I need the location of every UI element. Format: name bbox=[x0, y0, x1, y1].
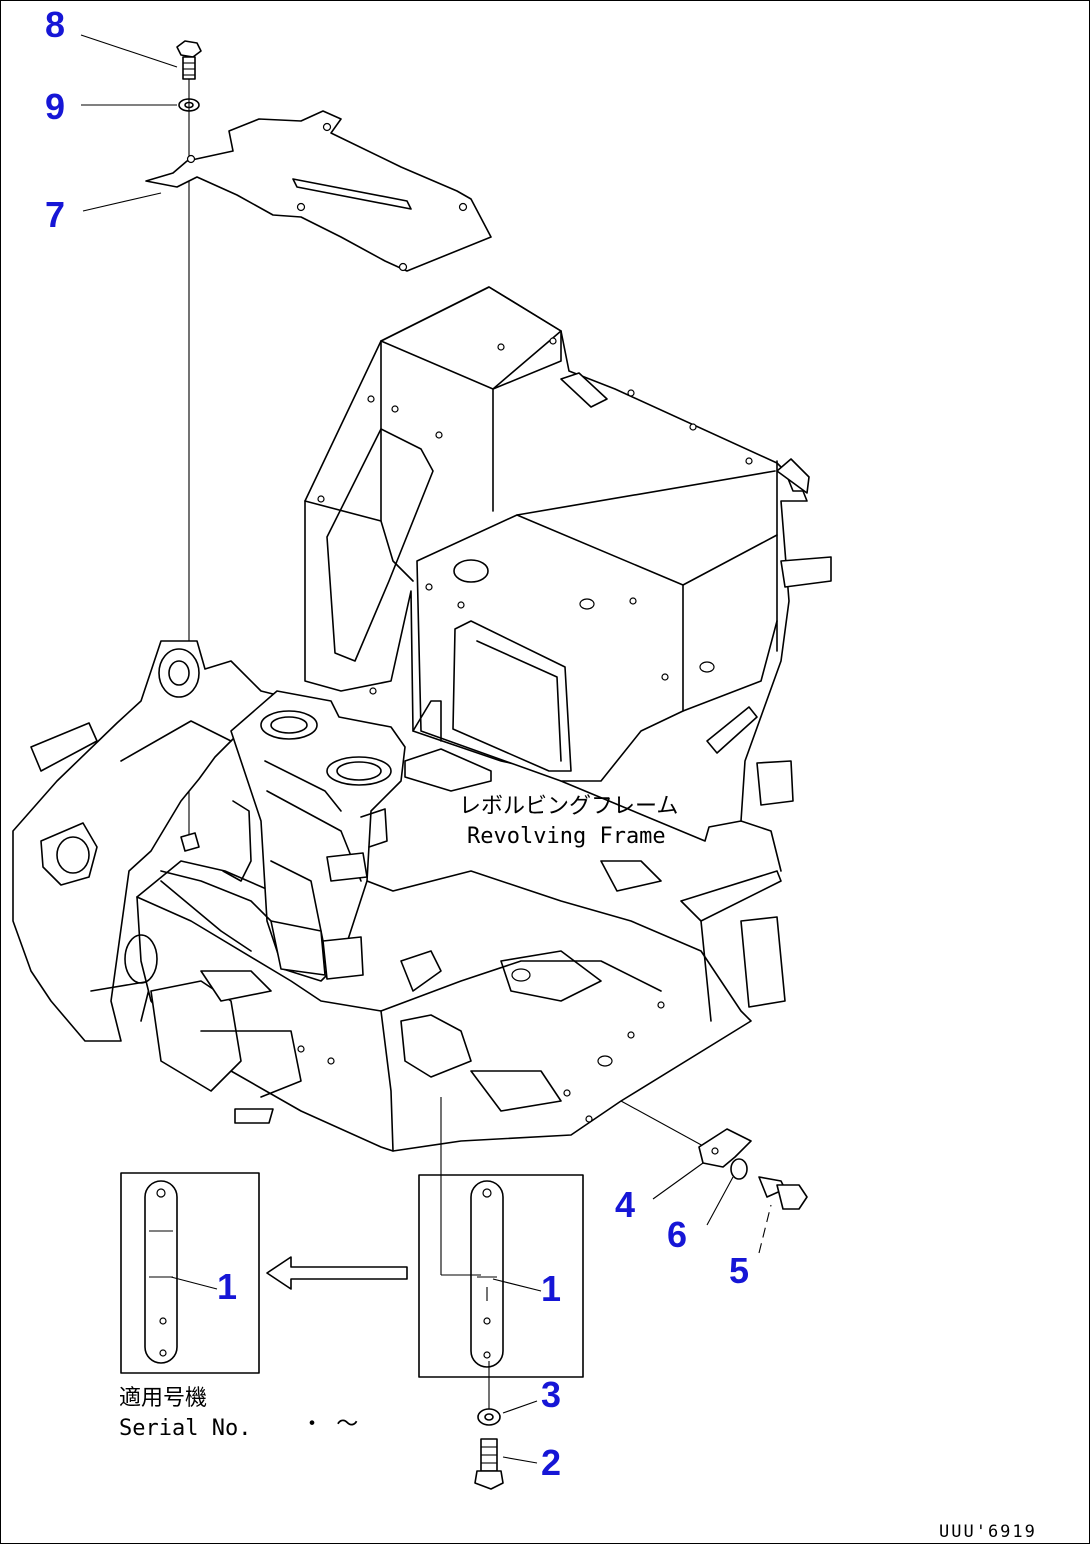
drawing-code: UUU'6919 bbox=[939, 1522, 1037, 1542]
callout-4: 4 bbox=[615, 1184, 635, 1225]
revolving-frame-label-en: Revolving Frame bbox=[467, 824, 666, 849]
serial-label-en: Serial No. bbox=[119, 1416, 251, 1441]
bracket-part-4 bbox=[698, 1128, 752, 1168]
bolt-part-8 bbox=[176, 40, 202, 80]
revolving-frame-label-jp: レボルビングフレーム bbox=[459, 794, 678, 819]
callout-7: 7 bbox=[45, 194, 65, 235]
cover-plate-part-7 bbox=[145, 110, 492, 272]
callout-8: 8 bbox=[45, 4, 65, 45]
detail-box-left bbox=[120, 1172, 260, 1374]
bolt-part-2 bbox=[474, 1438, 504, 1490]
leader-lines bbox=[80, 34, 772, 1464]
washer-part-6 bbox=[730, 1158, 748, 1180]
serial-label-jp: 適用号機 bbox=[119, 1386, 207, 1411]
callout-6: 6 bbox=[667, 1214, 687, 1255]
callout-9: 9 bbox=[45, 86, 65, 127]
callout-2: 2 bbox=[541, 1442, 561, 1483]
serial-range: ・ ～ bbox=[301, 1412, 358, 1437]
callout-5: 5 bbox=[729, 1250, 749, 1291]
callout-3: 3 bbox=[541, 1374, 561, 1415]
callout-1-left: 1 bbox=[217, 1266, 237, 1307]
detail-box-right bbox=[418, 1174, 584, 1378]
bolt-part-5 bbox=[758, 1176, 808, 1210]
washer-part-3 bbox=[477, 1408, 501, 1426]
revolving-frame bbox=[12, 286, 832, 1152]
direction-arrow bbox=[266, 1256, 408, 1290]
callout-1-right: 1 bbox=[541, 1268, 561, 1309]
